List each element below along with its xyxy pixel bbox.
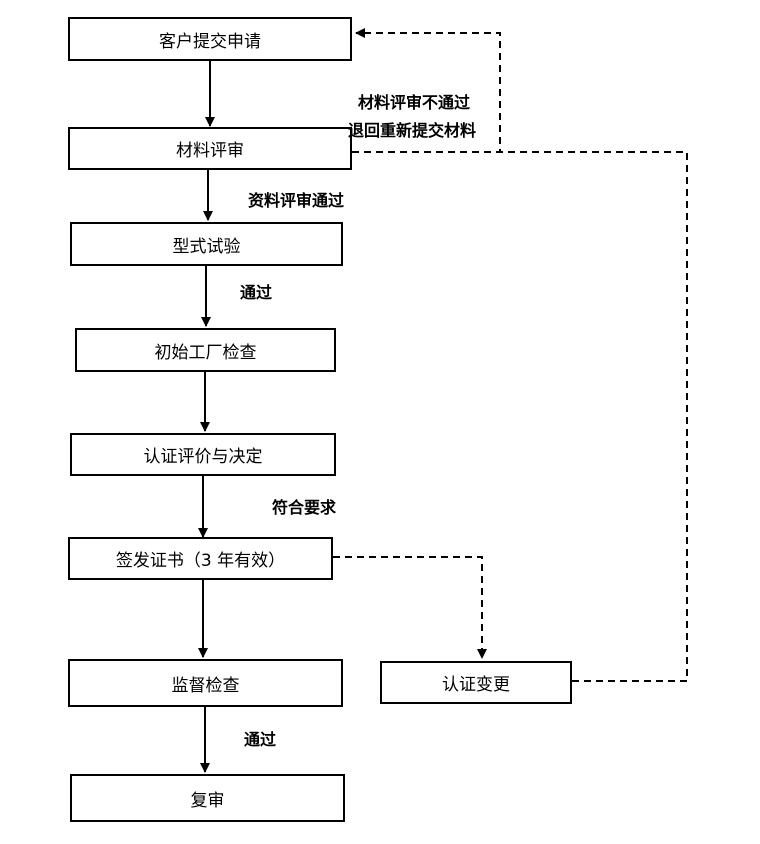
node-recheck: 复审 [70, 774, 345, 822]
label-review-pass: 资料评审通过 [248, 191, 345, 210]
node-supervision: 监督检查 [68, 659, 343, 707]
label-supervision-pass: 通过 [244, 730, 277, 749]
node-issue-cert-label: 签发证书（3 年有效） [115, 551, 286, 571]
node-type-test-label: 型式试验 [172, 236, 241, 257]
label-meets-requirements: 符合要求 [272, 498, 337, 517]
node-submit: 客户提交申请 [68, 17, 352, 61]
node-material-review-label: 材料评审 [176, 141, 244, 161]
label-test-pass: 通过 [240, 283, 273, 302]
node-evaluation: 认证评价与决定 [70, 433, 336, 476]
dashed-issue-to-change [333, 556, 487, 659]
label-review-fail-line2: 退回重新提交材料 [348, 121, 477, 140]
node-issue-cert: 签发证书（3 年有效） [68, 537, 333, 580]
node-type-test: 型式试验 [70, 222, 343, 266]
node-recheck-label: 复审 [190, 790, 225, 811]
label-review-fail-line1: 材料评审不通过 [358, 93, 471, 112]
dashed-change-to-review [500, 151, 688, 682]
node-submit-label: 客户提交申请 [159, 31, 261, 52]
node-material-review: 材料评审 [68, 127, 352, 170]
node-supervision-label: 监督检查 [171, 675, 240, 696]
node-factory-inspection-label: 初始工厂检查 [154, 342, 257, 363]
node-cert-change-label: 认证变更 [442, 675, 510, 695]
dashed-return-review-fail [352, 28, 501, 153]
node-factory-inspection: 初始工厂检查 [75, 328, 336, 372]
node-evaluation-label: 认证评价与决定 [143, 447, 263, 467]
node-cert-change: 认证变更 [380, 661, 572, 704]
